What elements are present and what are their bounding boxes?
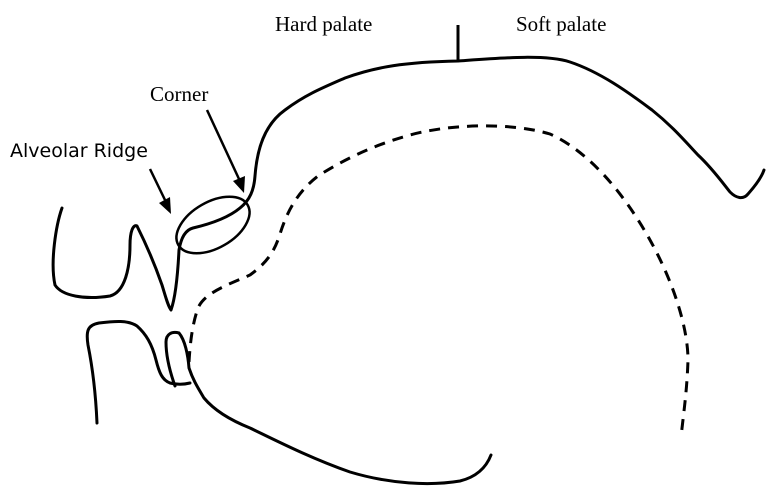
hard-palate-label: Hard palate: [275, 12, 372, 36]
alveolar-ridge-label: Alveolar Ridge: [10, 140, 148, 162]
alveolar-arrow-shaft: [150, 169, 165, 200]
lower-incisor-outline: [166, 332, 491, 483]
soft-palate-label: Soft palate: [516, 12, 606, 36]
corner-circle: [167, 185, 259, 265]
corner-arrow-shaft: [207, 110, 239, 179]
corner-arrow-head: [233, 176, 245, 193]
corner-label: Corner: [150, 82, 208, 106]
lower-lip-outline: [87, 321, 190, 423]
tongue-contour: [189, 126, 688, 437]
